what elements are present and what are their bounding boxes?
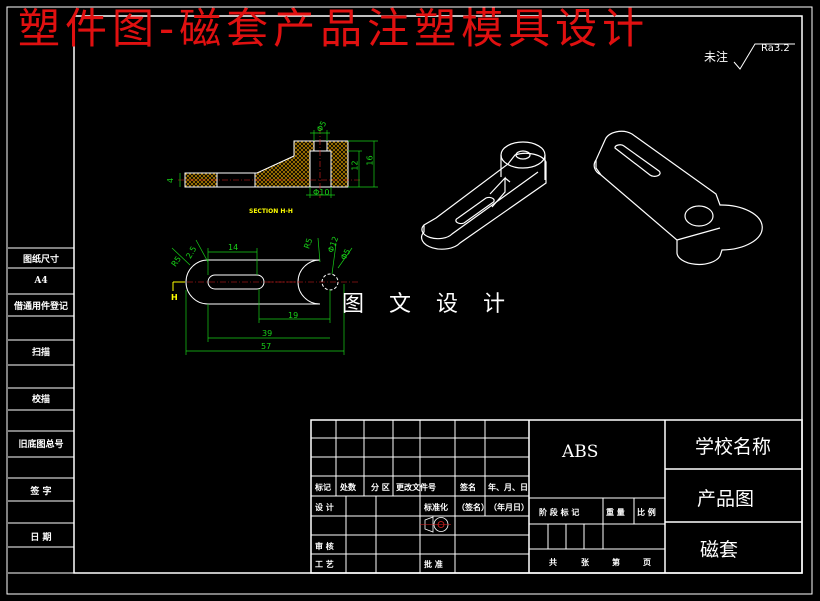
top-view-dims — [171, 237, 353, 355]
section-view — [178, 128, 360, 198]
dim-12: 12 — [350, 160, 360, 171]
side-label-date: 日 期 — [30, 533, 52, 543]
rev-header-zone: 分 区 — [371, 482, 390, 492]
sign-label: （签名） — [457, 502, 489, 512]
side-label-register: 借通用件登记 — [13, 302, 68, 312]
material-value: ABS — [562, 442, 599, 462]
school-name: 学校名称 — [695, 436, 772, 458]
review-label: 审 核 — [315, 541, 334, 551]
dim-4: 4 — [166, 177, 176, 184]
part-name: 磁套 — [700, 539, 739, 561]
dim-39: 39 — [262, 329, 273, 338]
side-label-old-number: 旧底图总号 — [18, 440, 64, 450]
banner-title: 塑件图-磁套产品注塑模具设计 — [18, 4, 650, 53]
rev-header-date: 年、月、日 — [488, 482, 528, 492]
side-table — [8, 247, 74, 574]
dim-14: 14 — [228, 243, 239, 252]
iso-view-left — [421, 141, 547, 250]
sheet-unit-label: 张 — [581, 557, 589, 567]
side-label-check: 校描 — [31, 395, 50, 405]
sheet-page-label: 页 — [643, 557, 651, 567]
section-label: SECTION H-H — [249, 208, 293, 215]
rev-header-sign: 签名 — [460, 482, 476, 492]
side-label-signature: 签 字 — [30, 487, 52, 497]
roughness-value: Ra3.2 — [761, 43, 790, 54]
roughness-symbol — [733, 43, 795, 70]
section-dim-lines — [179, 130, 378, 198]
rev-header-doc: 更改文件号 — [396, 482, 436, 492]
iso-view-right — [593, 130, 763, 266]
dim-19: 19 — [288, 311, 299, 320]
title-block-grid — [310, 419, 803, 574]
design-label: 设 计 — [315, 502, 334, 512]
top-view — [176, 259, 360, 305]
stage-header: 阶 段 标 记 — [539, 507, 580, 517]
date-label: （年月日） — [489, 502, 529, 512]
dim-16: 16 — [365, 155, 375, 166]
rev-header-mark: 标记 — [315, 482, 331, 492]
rev-header-count: 处数 — [340, 482, 356, 492]
process-label: 工 艺 — [315, 559, 334, 569]
watermark-text: 图 文 设 计 — [342, 292, 514, 317]
dim-57: 57 — [261, 342, 272, 351]
scale-header: 比 例 — [637, 507, 656, 517]
side-label-scan: 扫描 — [31, 348, 50, 358]
section-h-marker: H — [171, 293, 178, 302]
sheet-no-label: 第 — [612, 557, 620, 567]
section-markers — [172, 281, 185, 291]
sheet-total-label: 共 — [549, 557, 557, 567]
weight-header: 重 量 — [606, 507, 625, 517]
approve-label: 批 准 — [424, 559, 443, 569]
roughness-label: 未注 — [704, 50, 729, 64]
dim-phi10: Φ10 — [313, 188, 330, 197]
side-label-sheet-size: 图纸尺寸 — [22, 255, 59, 265]
standard-label: 标准化 — [424, 502, 448, 512]
side-label-a4: A4 — [34, 276, 48, 286]
outer-frame — [6, 6, 813, 595]
projection-symbol — [420, 516, 451, 533]
product-label: 产品图 — [697, 488, 755, 510]
